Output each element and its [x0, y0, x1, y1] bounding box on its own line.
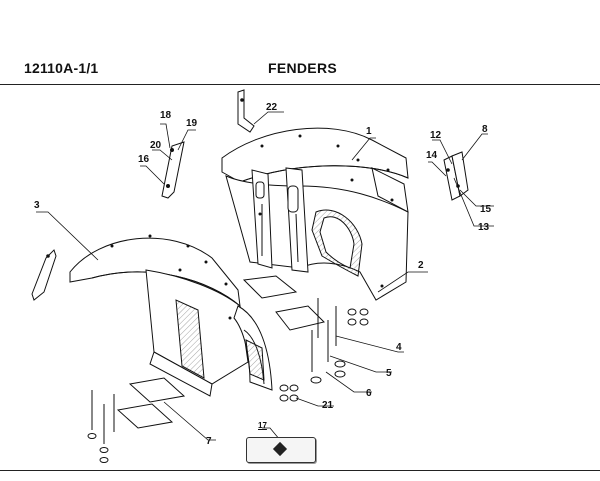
callout-14: 14	[426, 150, 438, 161]
reference-badge-number: 17	[258, 421, 267, 430]
reference-badge[interactable]	[246, 437, 316, 463]
callout-2: 2	[418, 260, 424, 271]
floor-plates	[116, 275, 325, 429]
callout-15: 15	[480, 204, 492, 215]
callout-16: 16	[138, 154, 150, 165]
leader-lines	[36, 111, 494, 441]
callout-12: 12	[430, 130, 442, 141]
bottom-divider	[0, 470, 600, 471]
bolts-and-washers	[87, 298, 369, 463]
callout-8: 8	[482, 124, 488, 135]
bracket-22	[237, 89, 255, 133]
callout-18: 18	[160, 110, 172, 121]
left-fender	[69, 234, 273, 397]
bracket-12-15	[443, 151, 469, 201]
callout-4: 4	[396, 342, 402, 353]
page-title: FENDERS	[268, 60, 337, 76]
callout-6: 6	[366, 388, 372, 399]
callout-13: 13	[478, 222, 490, 233]
callout-1: 1	[366, 126, 372, 137]
callout-20: 20	[150, 140, 162, 151]
diamond-icon	[272, 441, 288, 457]
diagram-code: 12110A-1/1	[24, 60, 99, 76]
callout-3: 3	[34, 200, 40, 211]
top-divider	[0, 84, 600, 85]
callout-7: 7	[206, 436, 212, 447]
bracket-16	[161, 141, 185, 199]
callout-22: 22	[266, 102, 278, 113]
callout-19: 19	[186, 118, 198, 129]
callout-5: 5	[386, 368, 392, 379]
callout-21: 21	[322, 400, 334, 411]
right-fender	[221, 127, 409, 301]
bracket-left	[31, 249, 57, 301]
